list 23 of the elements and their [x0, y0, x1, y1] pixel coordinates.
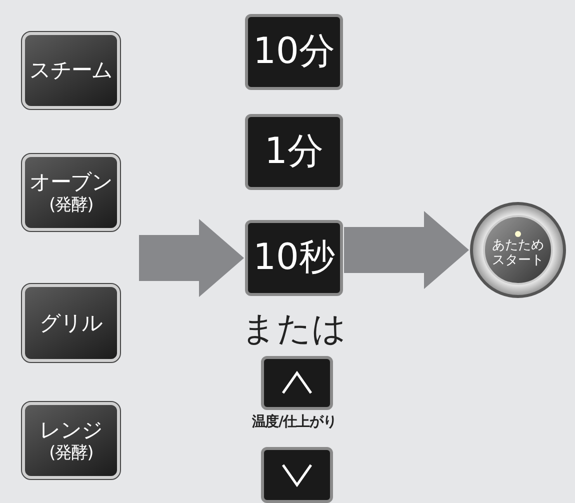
- button-label: オーブン: [30, 168, 112, 195]
- button-label: レンジ: [40, 416, 102, 443]
- button-label: (発酵): [49, 443, 93, 464]
- arrow-button: [261, 356, 333, 410]
- button-label: グリル: [40, 310, 102, 336]
- button-label: 1分: [264, 134, 324, 170]
- arrow-button: [261, 447, 333, 503]
- control-button: [245, 114, 343, 190]
- button-label: 10分: [253, 34, 335, 70]
- control-button: [245, 14, 343, 90]
- button-label: あたためスタート: [490, 239, 545, 269]
- button-label: 10秒: [253, 240, 335, 276]
- control-button: [245, 220, 343, 296]
- caption-text: または: [240, 308, 348, 351]
- control-button: [22, 284, 120, 362]
- control-button: [22, 32, 120, 109]
- control-button: [22, 154, 120, 231]
- block-arrow: [139, 219, 244, 297]
- control-button: [22, 402, 120, 479]
- button-label: スチーム: [30, 57, 112, 84]
- button-label: (発酵): [49, 195, 93, 216]
- caption-text: 温度/仕上がり: [250, 412, 338, 432]
- block-arrow: [344, 211, 469, 289]
